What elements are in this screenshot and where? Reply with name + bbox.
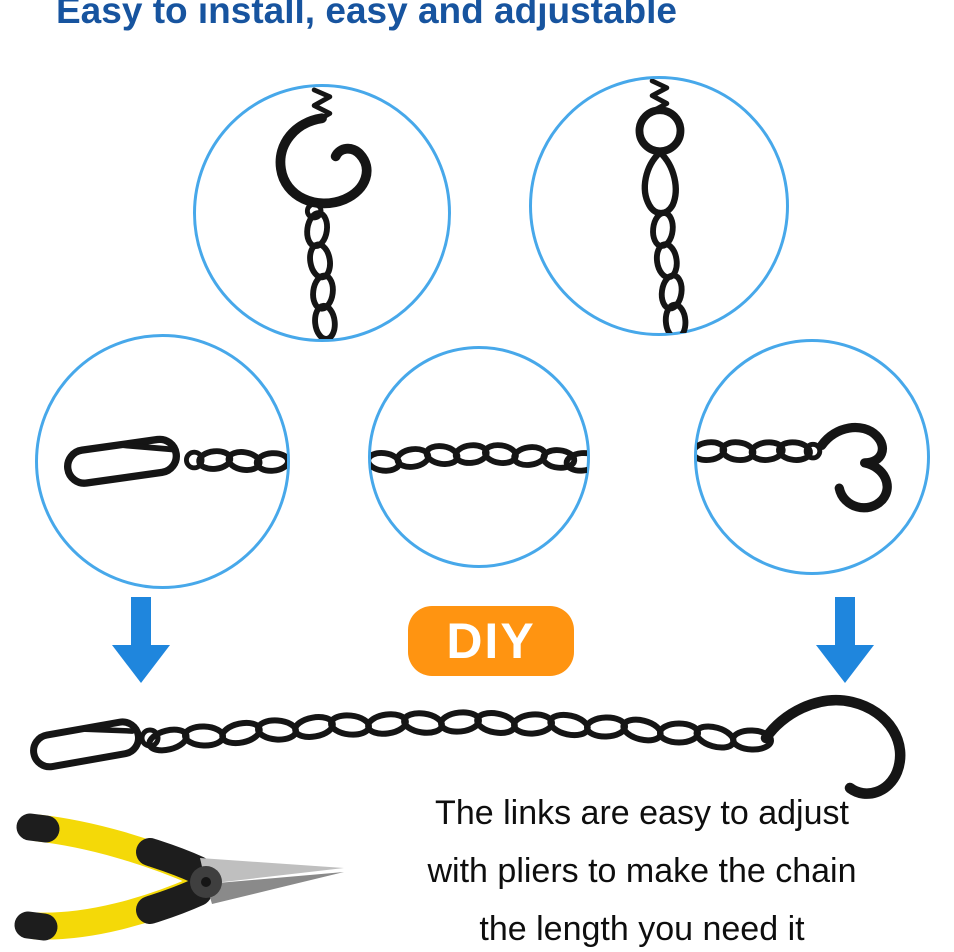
chain-strand xyxy=(651,212,686,333)
diy-badge: DIY xyxy=(408,606,574,676)
down-arrow-right xyxy=(816,597,874,683)
plier-jaws xyxy=(200,858,344,904)
screw-thread xyxy=(649,79,670,112)
connector-ring xyxy=(803,441,823,461)
eye-bolt-chain-icon xyxy=(635,79,786,333)
eye-loop xyxy=(635,106,685,156)
snap-clasp xyxy=(64,435,180,487)
s-hook-chain-icon xyxy=(697,422,892,513)
s-hook xyxy=(760,695,906,799)
chain-strand xyxy=(371,443,587,472)
full-chain-figure xyxy=(30,695,906,799)
callout-eye-bolt xyxy=(529,76,789,336)
chain-strand xyxy=(305,212,336,339)
ceiling-hook-chain-icon xyxy=(275,87,372,339)
callout-snap-clasp xyxy=(35,334,290,589)
chain-strand xyxy=(697,441,811,462)
callout-s-hook xyxy=(694,339,930,575)
chain-strand xyxy=(147,710,771,753)
page-title: Easy to install, easy and adjustable xyxy=(56,0,678,31)
pliers-figure xyxy=(14,813,344,941)
callout-chain-links xyxy=(368,346,590,568)
chain-strand xyxy=(198,450,287,472)
snap-clasp-chain-icon xyxy=(64,435,287,487)
callout-ceiling-hook xyxy=(193,84,451,342)
teardrop-link xyxy=(641,149,679,217)
arrow-shaft xyxy=(835,597,855,647)
diy-badge-label: DIY xyxy=(446,613,536,669)
description-line-2: with pliers to make the chain xyxy=(427,852,857,890)
plier-pivot xyxy=(190,866,222,898)
description-text: The links are easy to adjust with pliers… xyxy=(330,784,954,952)
description-line-3: the length you need it xyxy=(479,910,805,948)
down-arrow-left xyxy=(112,597,170,683)
hook-curve xyxy=(275,113,372,209)
s-hook xyxy=(817,422,892,513)
plier-handles xyxy=(14,813,212,941)
chain-links-icon xyxy=(371,349,587,565)
arrow-head xyxy=(112,645,170,683)
arrow-shaft xyxy=(131,597,151,647)
arrow-head xyxy=(816,645,874,683)
snap-clasp xyxy=(30,718,142,771)
description-line-1: The links are easy to adjust xyxy=(435,794,849,832)
